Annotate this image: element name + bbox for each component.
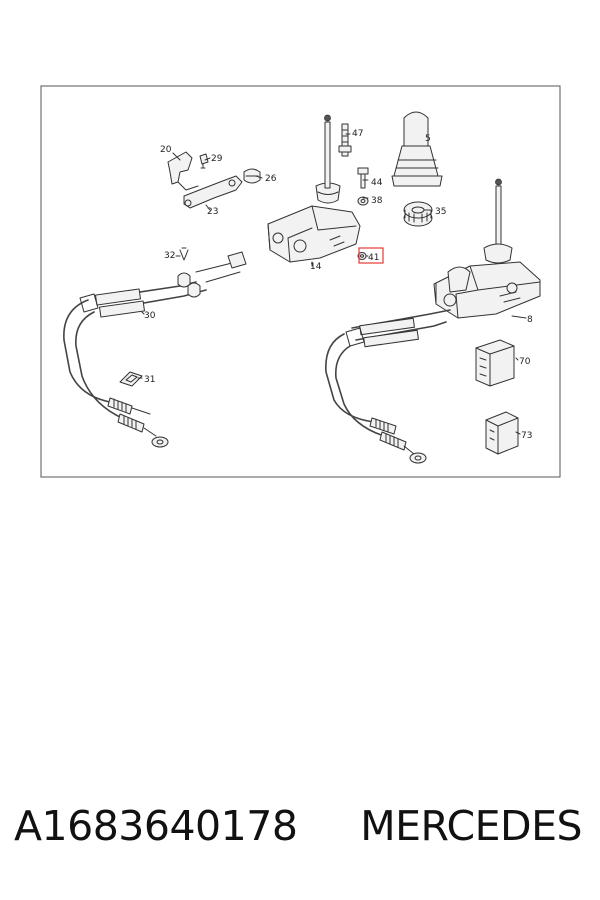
callout-29: 29 bbox=[211, 154, 223, 164]
shift-cables-30 bbox=[63, 251, 247, 448]
highlight-box bbox=[358, 247, 384, 264]
callout-14: 14 bbox=[310, 262, 322, 272]
brand-name: MERCEDES bbox=[360, 802, 582, 850]
gasket-31 bbox=[119, 371, 143, 387]
callout-26: 26 bbox=[265, 174, 277, 184]
parts-diagram: 20 29 26 23 47 5 44 38 35 32 14 41 30 8 … bbox=[40, 85, 561, 478]
shifter-assembly-8 bbox=[325, 178, 541, 464]
callout-35: 35 bbox=[435, 207, 446, 217]
shifter-housing bbox=[267, 114, 361, 263]
callout-44: 44 bbox=[371, 178, 383, 188]
shift-boot-5 bbox=[391, 111, 443, 187]
nut-38 bbox=[357, 196, 369, 206]
callout-8: 8 bbox=[527, 315, 533, 325]
callout-5: 5 bbox=[425, 134, 431, 144]
clip-32 bbox=[179, 247, 189, 261]
screw-44 bbox=[357, 167, 369, 189]
callout-70: 70 bbox=[519, 357, 531, 367]
callout-31: 31 bbox=[144, 375, 155, 385]
bushing-41 bbox=[357, 252, 367, 260]
plug-73 bbox=[485, 411, 519, 455]
callout-73: 73 bbox=[521, 431, 532, 441]
callout-32: 32 bbox=[164, 251, 175, 261]
callout-47: 47 bbox=[352, 129, 363, 139]
part-number: A1683640178 bbox=[14, 802, 298, 850]
callout-38: 38 bbox=[371, 196, 383, 206]
gear-ring-35 bbox=[403, 201, 433, 227]
bolt-47 bbox=[338, 123, 352, 157]
callout-23: 23 bbox=[207, 207, 218, 217]
callout-41: 41 bbox=[368, 253, 379, 263]
footer: A1683640178 MERCEDES bbox=[10, 802, 590, 862]
module-70 bbox=[475, 339, 515, 387]
callout-20: 20 bbox=[160, 145, 172, 155]
bracket-assembly bbox=[167, 151, 261, 209]
callout-30: 30 bbox=[144, 311, 156, 321]
